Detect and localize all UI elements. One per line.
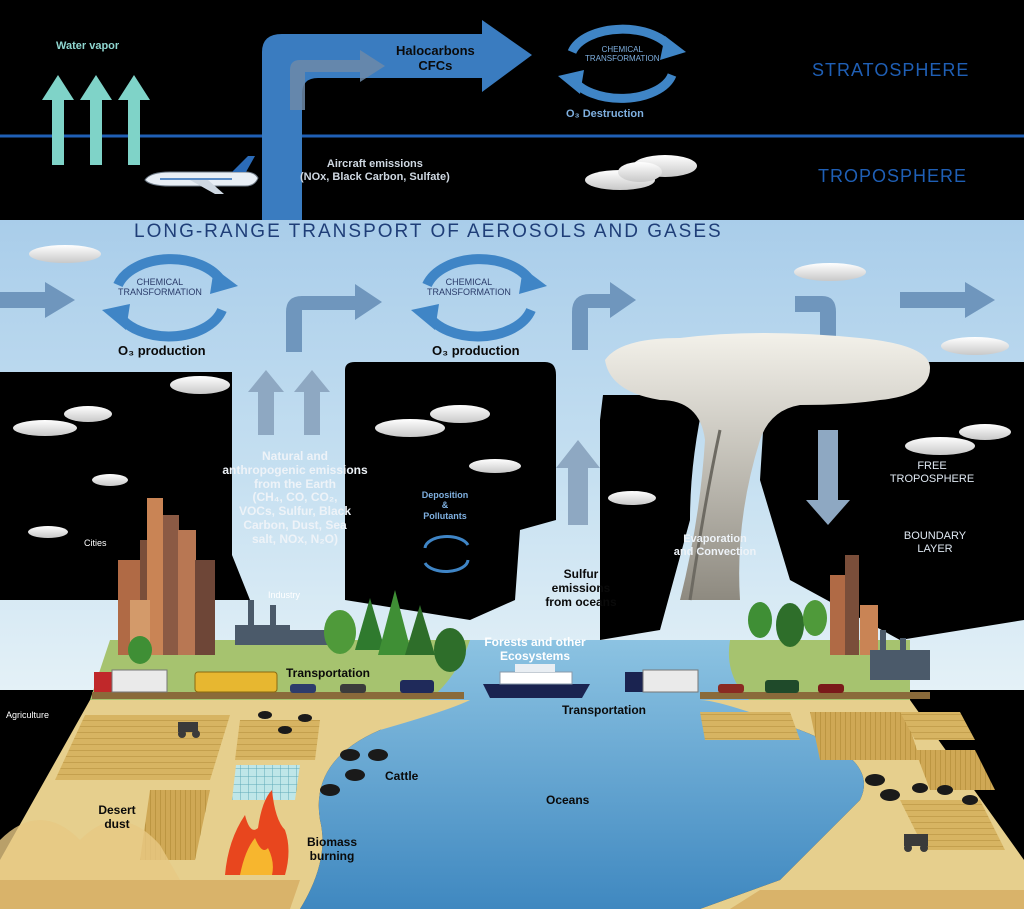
troposphere-label: TROPOSPHERE [818, 166, 968, 186]
chem-cycle-left-icon [102, 254, 238, 342]
strat-chem-transformation-label: CHEMICAL TRANSFORMATION [585, 45, 660, 63]
o3-production-left-label: O₃ production [118, 343, 206, 358]
vehicles [94, 669, 844, 693]
thunderstorm-cloud [605, 333, 930, 601]
o3-production-center-label: O₃ production [432, 343, 520, 358]
cattle-label: Cattle [385, 769, 419, 783]
clouds-dark-region [13, 376, 1011, 538]
stratosphere-label: STRATOSPHERE [812, 60, 970, 80]
city-skyline-right [830, 555, 878, 655]
evaporation-label: Evaporation and Convection [673, 533, 757, 558]
upper-atmosphere [0, 0, 1024, 220]
emissions-label: Natural and anthropogenic emissions from… [222, 449, 368, 546]
transportation-left-label: Transportation [286, 666, 371, 680]
halocarbon-conduit [262, 20, 532, 220]
tractor-icons [178, 722, 928, 852]
oceans-label: Oceans [546, 793, 590, 807]
industry-left [235, 600, 340, 645]
diagram-title: LONG-RANGE TRANSPORT OF AEROSOLS AND GAS… [134, 221, 723, 242]
forests-label: Forests and other Ecosystems [484, 635, 586, 663]
o3-destruction-label: O₃ Destruction [566, 108, 644, 120]
city-skyline-left [118, 498, 215, 655]
sulfur-emissions-label: Sulfur emissions from oceans [545, 567, 617, 609]
chem-transformation-left-label: CHEMICAL TRANSFORMATION [118, 277, 202, 297]
stratosphere-chem-cycle-icon [558, 24, 686, 103]
chem-cycle-small-icon [423, 535, 470, 573]
free-troposphere-label: FREE TROPOSPHERE [889, 460, 975, 485]
airplane-icon [144, 156, 259, 194]
subsidence-arrows [248, 370, 850, 525]
agriculture-label: Agriculture [6, 710, 50, 720]
desert-dust-label: Desert dust [98, 803, 136, 831]
clouds-upper [585, 155, 697, 190]
ground [0, 640, 1024, 909]
chem-transformation-center-label: CHEMICAL TRANSFORMATION [427, 277, 511, 297]
cattle [258, 711, 978, 805]
water-vapor-label: Water vapor [56, 40, 120, 52]
cities-label: Cities [84, 538, 107, 548]
deposition-label: Deposition & Pollutants [421, 490, 469, 521]
boundary-layer-label: BOUNDARY LAYER [903, 530, 967, 555]
biomass-burning-label: Biomass burning [306, 835, 358, 863]
halocarbons-label: Halocarbons CFCs [396, 43, 475, 73]
chem-cycle-center-icon [411, 254, 547, 342]
industry-label: Industry [268, 590, 301, 600]
ship-icon [483, 664, 590, 698]
forest [128, 590, 827, 672]
aircraft-emissions-label: Aircraft emissions (NOx, Black Carbon, S… [300, 158, 450, 183]
industry-right [870, 630, 930, 680]
water-vapor-arrows [42, 75, 150, 165]
fire-icon [225, 790, 289, 875]
transportation-right-label: Transportation [562, 703, 647, 717]
clouds-sky [29, 245, 1009, 355]
